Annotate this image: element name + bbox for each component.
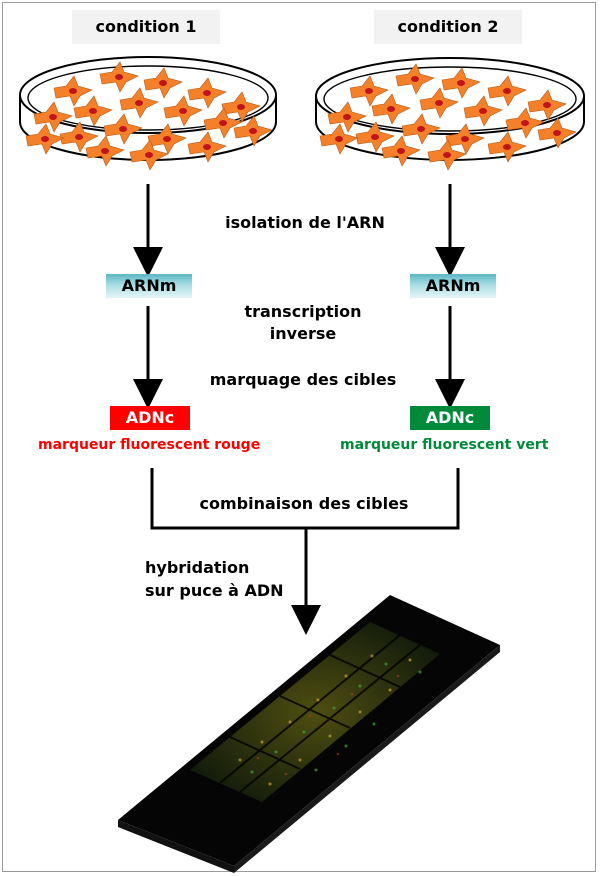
petri-dish-1 xyxy=(19,56,277,171)
step-isolation-label: isolation de l'ARN xyxy=(225,213,385,232)
arnm-box-2: ARNm xyxy=(410,274,496,298)
adnc-box-green: ADNc xyxy=(410,406,490,430)
marker-label-green: marqueur fluorescent vert xyxy=(340,437,549,453)
condition-2-label: condition 2 xyxy=(374,10,522,44)
step-hybridation-label-line2: sur puce à ADN xyxy=(145,581,284,600)
petri-dish-2 xyxy=(315,57,585,171)
arnm-box-1: ARNm xyxy=(106,274,192,298)
step-hybridation-label-line1: hybridation xyxy=(145,558,250,577)
condition-1-label: condition 1 xyxy=(72,10,220,44)
step-combinaison-label: combinaison des cibles xyxy=(199,494,409,513)
step-marquage-label: marquage des cibles xyxy=(209,370,397,389)
marker-label-red: marqueur fluorescent rouge xyxy=(38,437,261,453)
step-transcription-label-line1: transcription xyxy=(244,302,362,321)
adnc-box-red: ADNc xyxy=(110,406,190,430)
dna-microarray-chip xyxy=(118,595,500,873)
step-transcription-label-line2: inverse xyxy=(269,324,337,343)
